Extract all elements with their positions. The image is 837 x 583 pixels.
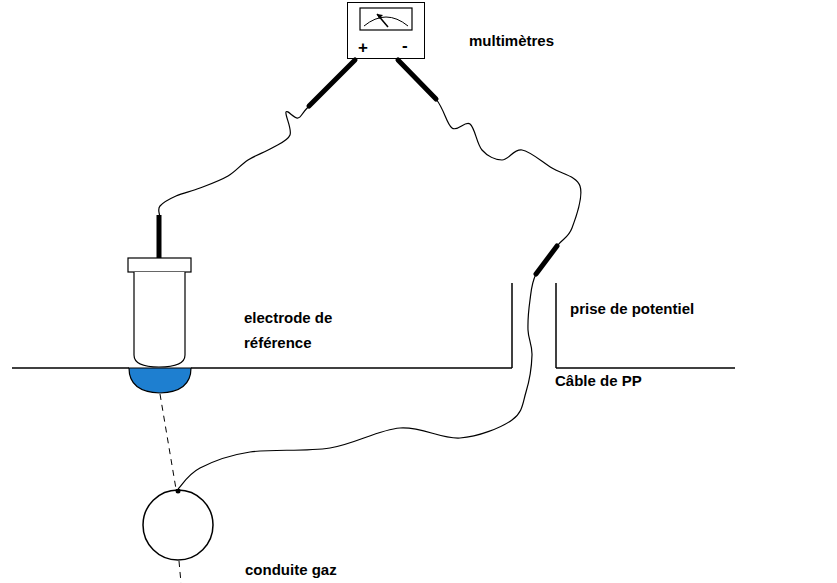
- probe-plug: [309, 60, 355, 106]
- node-label: conduite gaz: [245, 561, 337, 579]
- annotation-label: Câble de PP: [555, 372, 642, 389]
- potential-tube-wall: [511, 283, 513, 368]
- meter-needle: [377, 14, 388, 27]
- test-wire: [178, 59, 581, 489]
- probe-plug: [398, 60, 436, 99]
- annotation-label: prise de potentiel: [570, 300, 694, 317]
- reference-electrode: electrode de référence: [126, 215, 193, 368]
- multimeter-box: multimètres+-: [347, 2, 425, 59]
- terminal-sign: +: [358, 39, 368, 57]
- test-wire: [159, 59, 355, 215]
- plumb-line: [179, 561, 181, 583]
- plumb-line: [160, 394, 176, 489]
- pipe-outline: [142, 489, 214, 561]
- probe-plug: [536, 246, 557, 274]
- meter-display: [360, 8, 412, 30]
- ground-line: [191, 367, 512, 369]
- node-label: multimètres: [469, 32, 554, 50]
- node-label: electrode de référence: [244, 305, 374, 355]
- electrode-outline: [126, 215, 193, 368]
- meter-needle-head: [377, 14, 383, 19]
- electrolyte-cup: [129, 368, 191, 393]
- terminal-sign: -: [402, 37, 408, 55]
- ground-line: [556, 367, 735, 369]
- potential-tube-wall: [555, 283, 557, 368]
- ground-line: [12, 367, 129, 369]
- gas-pipe: conduite gaz: [142, 489, 214, 561]
